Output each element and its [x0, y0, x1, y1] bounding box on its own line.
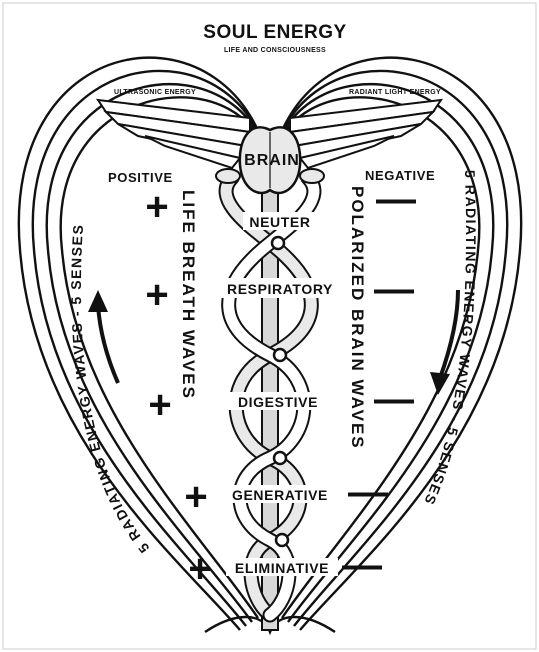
minus-sign-5: —: [342, 543, 382, 587]
minus-sign-2: —: [374, 267, 414, 311]
diagram-subtitle: LIFE AND CONSCIOUSNESS: [224, 47, 326, 54]
plus-sign-3: +: [148, 383, 171, 427]
minus-sign-3: —: [374, 377, 414, 421]
minus-sign-1: —: [376, 177, 416, 221]
plus-sign-4: +: [184, 475, 207, 519]
label-eliminative: ELIMINATIVE: [235, 560, 329, 576]
ultrasonic-label: ULTRASONIC ENERGY: [114, 89, 196, 96]
diagram-title: SOUL ENERGY: [203, 22, 346, 43]
minus-sign-4: —: [348, 470, 388, 514]
positive-label: POSITIVE: [108, 170, 173, 185]
node-neuter: [272, 237, 284, 249]
polarized-brain-waves-label: POLARIZED BRAIN WAVES: [348, 186, 367, 450]
down-arrow-icon: [430, 290, 458, 395]
negative-label: NEGATIVE: [365, 168, 435, 183]
node-generative: [276, 534, 288, 546]
serpent-head-left: [216, 169, 240, 183]
plus-sign-2: +: [145, 273, 168, 317]
serpent-head-right: [300, 169, 324, 183]
label-generative: GENERATIVE: [232, 487, 328, 503]
right-wing: [290, 100, 441, 168]
node-respiratory: [274, 349, 286, 361]
plus-sign-5: +: [188, 547, 211, 591]
left-wing: [98, 100, 250, 168]
radiant-label: RADIANT LIGHT ENERGY: [349, 89, 441, 96]
brain-label: BRAIN: [244, 152, 300, 169]
label-neuter: NEUTER: [249, 214, 310, 230]
plus-sign-1: +: [145, 185, 168, 229]
node-digestive: [274, 452, 286, 464]
label-respiratory: RESPIRATORY: [227, 281, 333, 297]
label-digestive: DIGESTIVE: [238, 394, 318, 410]
life-breath-waves-label: LIFE BREATH WAVES: [179, 190, 198, 400]
left-radiating-label: 5 RADIATING ENERGY WAVES - 5 SENSES: [68, 223, 152, 556]
